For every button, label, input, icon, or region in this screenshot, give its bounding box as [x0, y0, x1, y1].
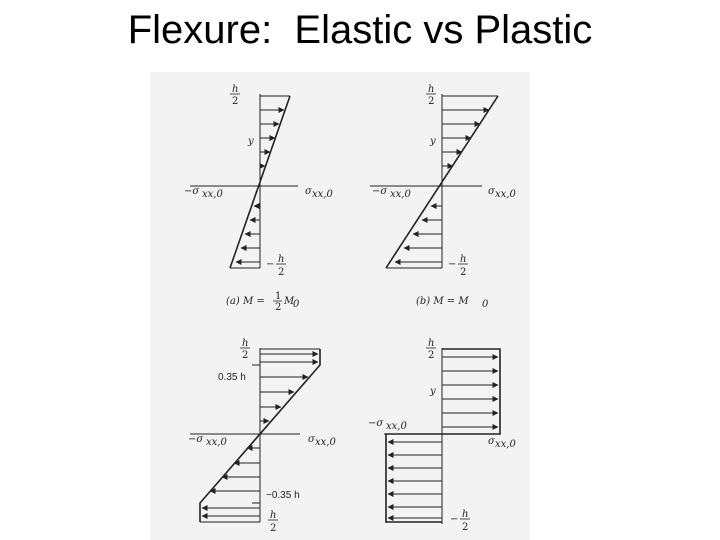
- diagram-c-bottom-h-den: 2: [270, 523, 276, 534]
- diagram-c-elastic-plastic: h 2 0.35 h −0.35 h −σ xx,0 σ xx,0 h 2: [188, 338, 336, 534]
- diagram-a-sigma-sub: xx,0: [312, 189, 333, 200]
- stress-diagrams-svg: h 2 y −σ xx,0 σ xx,0 − h 2 (a) M = 1 2 M…: [184, 84, 516, 534]
- diagram-a-stress-profile: [229, 95, 291, 269]
- diagram-b-arrows: [394, 107, 490, 265]
- diagram-a-h-num: h: [232, 84, 238, 95]
- diagram-b-sigma: σ: [488, 186, 496, 197]
- slide-title: Flexure: Elastic vs Plastic: [127, 8, 593, 52]
- diagram-d-tension-block: [442, 348, 501, 435]
- diagram-c-bottom-h-num: h: [270, 510, 276, 521]
- diagram-b-neg-sigma-sub: xx,0: [390, 189, 411, 200]
- diagram-c-core-top-label: 0.35 h: [218, 372, 246, 383]
- diagram-d-fully-plastic: h 2 y −σ xx,0 σ xx,0 − h 2: [368, 338, 516, 533]
- diagram-a-neg-sigma-sub: xx,0: [202, 189, 223, 200]
- diagram-b-neg-h-minus: −: [448, 259, 456, 270]
- diagram-c-neg-sigma-sub: xx,0: [206, 437, 227, 448]
- diagram-c-sigma-sub: xx,0: [315, 437, 336, 448]
- stress-distribution-figure: h 2 y −σ xx,0 σ xx,0 − h 2 (a) M = 1 2 M…: [150, 72, 530, 540]
- diagram-c-sigma: σ: [308, 434, 316, 445]
- diagram-a-neg-h-num: h: [278, 254, 284, 265]
- diagram-a-neg-h-den: 2: [278, 267, 284, 278]
- caption-a-prefix: (a) M =: [226, 296, 265, 307]
- diagram-d-y-label: y: [429, 386, 436, 397]
- diagram-d-neg-sigma: −σ: [368, 418, 384, 429]
- diagram-d-sigma: σ: [488, 436, 496, 447]
- diagram-c-h-den: 2: [242, 350, 248, 361]
- caption-b-prefix: (b) M = M: [416, 296, 469, 307]
- caption-a-suffix: M: [283, 296, 295, 307]
- diagram-b-h-num: h: [428, 84, 434, 95]
- diagram-d-neg-h-den: 2: [462, 522, 468, 533]
- diagram-d-neg-sigma-sub: xx,0: [386, 421, 407, 432]
- diagram-d-neg-h-minus: −: [450, 514, 458, 525]
- caption-a-frac-den: 2: [275, 302, 281, 313]
- diagram-a-arrows: [235, 107, 285, 265]
- diagram-d-neg-h-num: h: [462, 509, 468, 520]
- diagram-b-y-label: y: [429, 136, 436, 147]
- caption-b-sub: 0: [482, 299, 489, 310]
- diagram-c-neg-sigma: −σ: [188, 434, 204, 445]
- diagram-b-neg-sigma: −σ: [372, 186, 388, 197]
- diagram-d-sigma-sub: xx,0: [495, 439, 516, 450]
- diagram-a-sigma: σ: [305, 186, 313, 197]
- diagram-a-neg-h-minus: −: [266, 259, 274, 270]
- diagram-c-h-num: h: [242, 338, 248, 349]
- diagram-b-h-den: 2: [428, 96, 434, 107]
- caption-a-frac-num: 1: [275, 291, 281, 302]
- diagram-d-compression-block: [385, 433, 442, 523]
- diagram-a-h-den: 2: [232, 96, 238, 107]
- caption-a-sub: 0: [293, 299, 300, 310]
- diagram-d-arrows: [387, 354, 499, 521]
- diagram-b-sigma-sub: xx,0: [495, 189, 516, 200]
- diagram-a-elastic: h 2 y −σ xx,0 σ xx,0 − h 2 (a) M = 1 2 M…: [184, 84, 333, 313]
- diagram-a-neg-sigma: −σ: [184, 186, 200, 197]
- diagram-c-arrows: [201, 351, 319, 519]
- diagram-c-core-bottom-label: −0.35 h: [266, 490, 300, 501]
- diagram-c-stress-profile: [199, 349, 321, 522]
- diagram-b-neg-h-num: h: [460, 254, 466, 265]
- diagram-d-h-den: 2: [428, 350, 434, 361]
- diagram-d-h-num: h: [428, 338, 434, 349]
- diagram-b-neg-h-den: 2: [460, 267, 466, 278]
- diagram-a-y-label: y: [247, 136, 254, 147]
- diagram-b-first-yield: h 2 y −σ xx,0 σ xx,0 − h 2 (b) M = M 0: [370, 84, 516, 310]
